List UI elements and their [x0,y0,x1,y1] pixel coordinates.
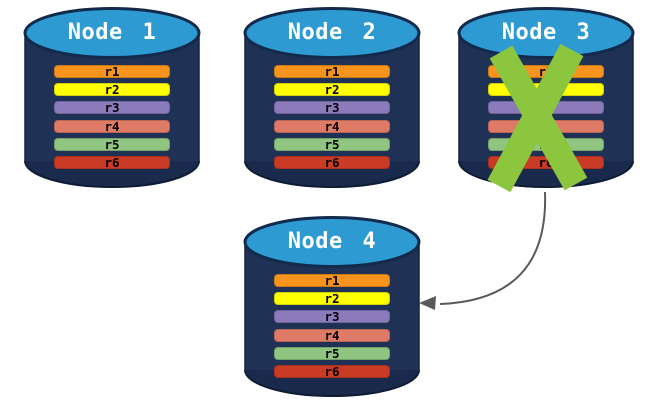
row-r1: r1 [488,65,604,78]
row-r6: r6 [274,155,390,169]
row-r6: r6 [274,364,390,378]
row-r2: r2 [274,83,390,97]
row-stack: r1 r2 r3 r4 r5 r6 [54,65,170,174]
row-r1: r1 [274,274,390,287]
row-r5: r5 [274,137,390,151]
failover-arrow-icon [419,191,547,310]
node-title: Node 4 [287,229,377,254]
row-r2: r2 [274,292,390,306]
row-r3: r3 [274,101,390,115]
row-r6: r6 [488,155,604,169]
row-r5: r5 [274,346,390,360]
row-stack: r1 r2 r3 r4 r5 r6 [274,65,390,174]
node-1: Node 1 r1 r2 r3 r4 r5 r6 [22,7,202,193]
row-stack: r1 r2 r3 r4 r5 r6 [274,274,390,383]
row-r1: r1 [274,65,390,78]
row-r3: r3 [274,310,390,324]
node-title: Node 2 [287,20,377,45]
row-r5: r5 [54,137,170,151]
row-r6: r6 [54,155,170,169]
node-4: Node 4 r1 r2 r3 r4 r5 r6 [242,216,422,402]
row-r5: r5 [488,137,604,151]
row-r4: r4 [54,119,170,133]
node-2: Node 2 r1 r2 r3 r4 r5 r6 [242,7,422,193]
node-3: Node 3 r1 r2 r3 r4 r5 r6 [456,7,636,193]
row-r4: r4 [488,119,604,133]
node-title: Node 1 [67,20,157,45]
row-r1: r1 [54,65,170,78]
node-title: Node 3 [501,20,591,45]
row-r4: r4 [274,119,390,133]
row-r2: r2 [488,83,604,97]
row-r4: r4 [274,328,390,342]
row-stack: r1 r2 r3 r4 r5 r6 [488,65,604,174]
row-r2: r2 [54,83,170,97]
row-r3: r3 [488,101,604,115]
row-r3: r3 [54,101,170,115]
